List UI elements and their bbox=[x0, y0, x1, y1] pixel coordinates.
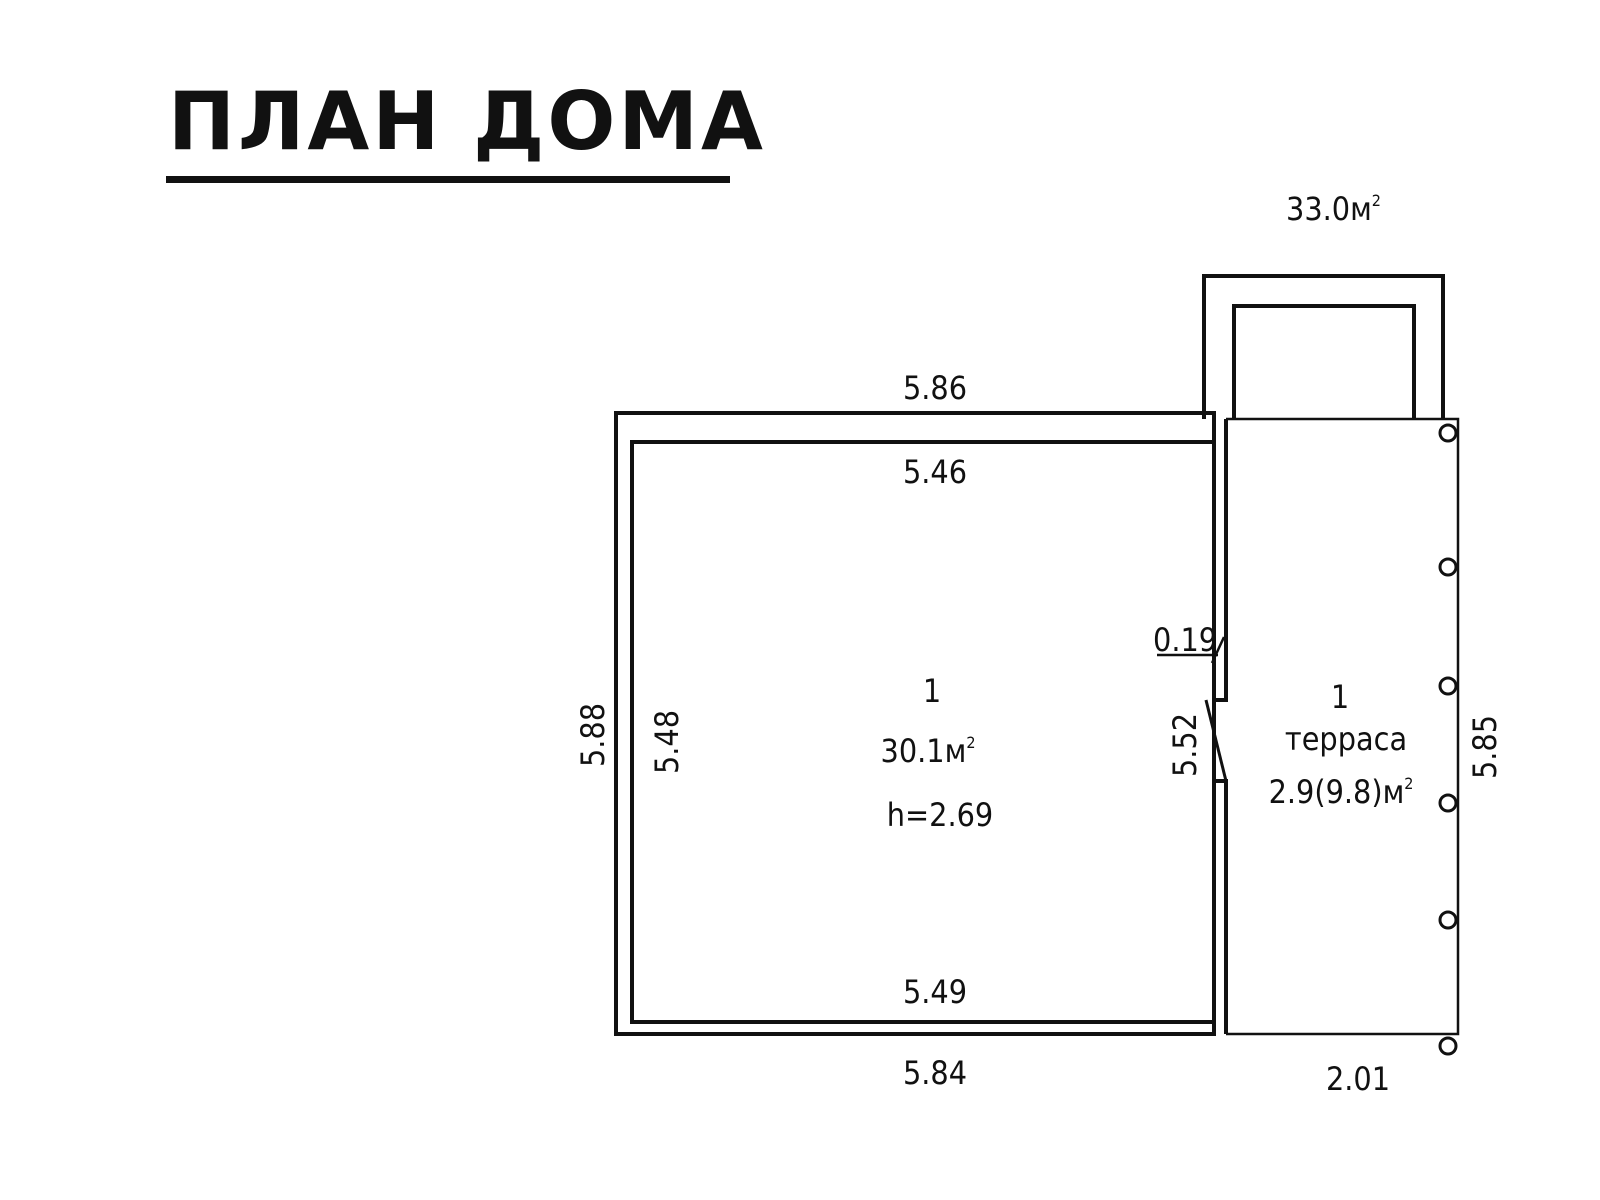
dim-inner-right: 5.52 bbox=[1166, 713, 1204, 777]
dim-terrace-bottom: 2.01 bbox=[1326, 1060, 1390, 1098]
total-area: 33.0м2 bbox=[1286, 190, 1381, 228]
dim-inner-top: 5.46 bbox=[903, 453, 967, 491]
dim-wall-thickness: 0.19 bbox=[1153, 621, 1217, 659]
outer-wall bbox=[614, 411, 1216, 1036]
inner-wall-loop bbox=[630, 440, 1214, 1024]
dim-outer-bottom: 5.84 bbox=[903, 1054, 967, 1092]
room-number: 1 bbox=[923, 672, 941, 710]
terrace-name: терраса bbox=[1285, 720, 1407, 758]
dim-outer-left: 5.88 bbox=[574, 703, 612, 767]
dim-inner-left: 5.48 bbox=[648, 710, 686, 774]
thickness-leader-tick bbox=[1210, 636, 1226, 664]
terrace-post bbox=[1438, 793, 1458, 813]
terrace-number: 1 bbox=[1331, 678, 1349, 716]
inner-wall bbox=[1214, 419, 1228, 702]
terrace-post bbox=[1438, 910, 1458, 930]
terrace-area: 2.9(9.8)м2 bbox=[1269, 773, 1414, 811]
terrace-post bbox=[1438, 557, 1458, 577]
page-title: ПЛАН ДОМА bbox=[168, 75, 766, 168]
terrace-post bbox=[1438, 1036, 1458, 1056]
dim-outer-top: 5.86 bbox=[903, 369, 967, 407]
terrace-post bbox=[1438, 423, 1458, 443]
room-area: 30.1м2 bbox=[881, 732, 976, 770]
terrace-post bbox=[1438, 676, 1458, 696]
door-leaf bbox=[1204, 699, 1228, 782]
title-underline bbox=[166, 176, 730, 183]
room-height: h=2.69 bbox=[887, 796, 993, 834]
dim-inner-bottom: 5.49 bbox=[903, 973, 967, 1011]
top-projection-outer bbox=[1202, 274, 1445, 419]
dim-terrace-right: 5.85 bbox=[1466, 715, 1504, 779]
terrace-outline bbox=[1226, 417, 1460, 1036]
top-projection-inner bbox=[1232, 304, 1416, 419]
